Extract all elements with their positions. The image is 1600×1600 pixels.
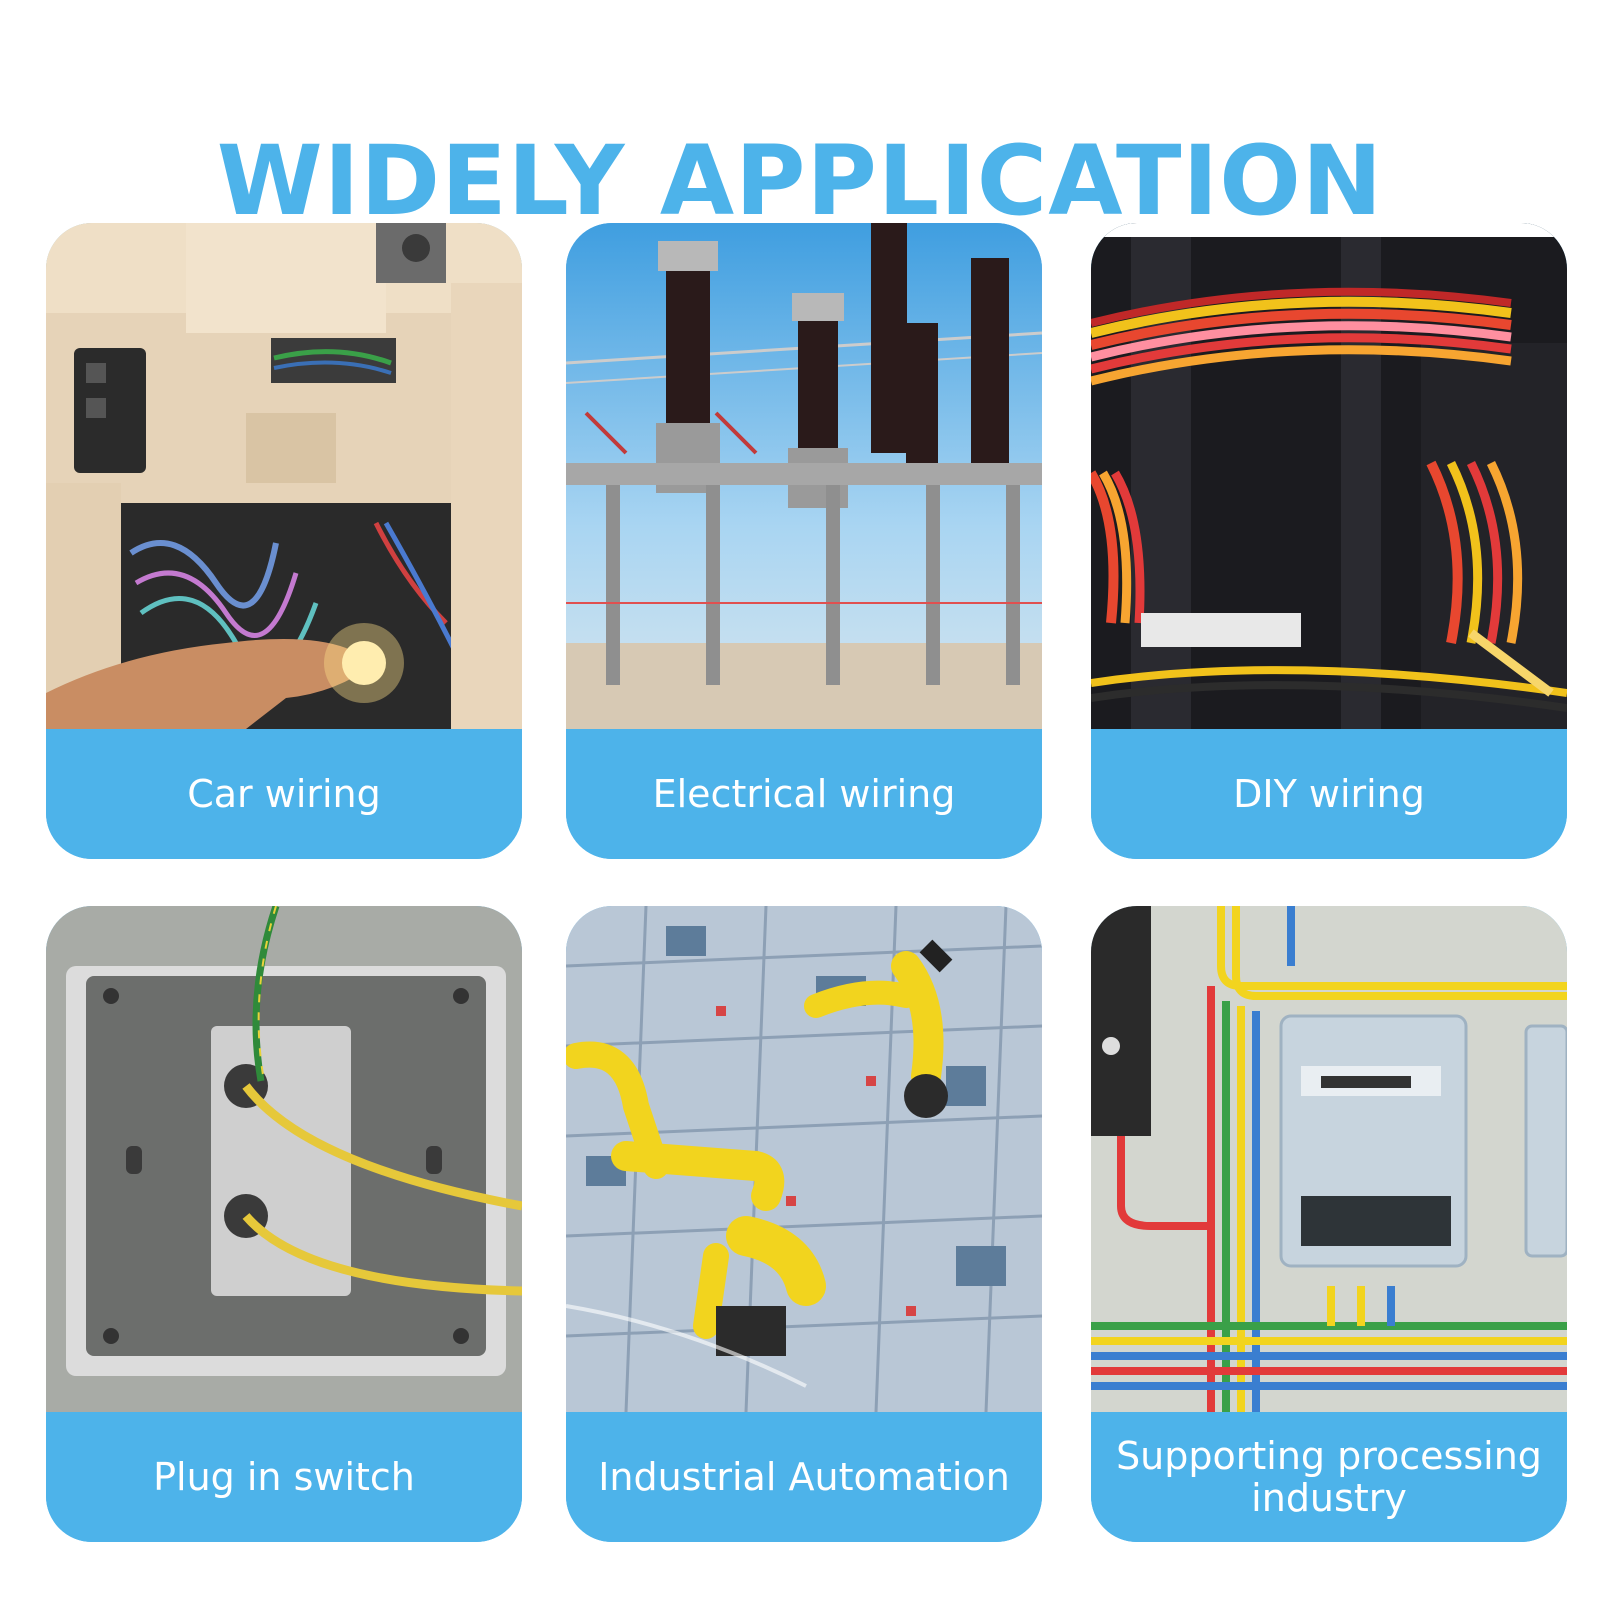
car-wiring-photo — [46, 223, 522, 729]
caption-diy-wiring: DIY wiring — [1091, 729, 1567, 859]
supporting-processing-industry-photo — [1091, 906, 1567, 1412]
page-title: WIDELY APPLICATION — [216, 125, 1384, 238]
caption-car-wiring: Car wiring — [46, 729, 522, 859]
application-card-industrial-automation: Industrial Automation — [566, 906, 1042, 1542]
plug-in-switch-photo — [46, 906, 522, 1412]
application-card-diy-wiring: DIY wiring — [1091, 223, 1567, 859]
application-card-supporting-processing-industry: Supporting processing industry — [1091, 906, 1567, 1542]
caption-plug-in-switch: Plug in switch — [46, 1412, 522, 1542]
caption-industrial-automation: Industrial Automation — [566, 1412, 1042, 1542]
caption-supporting-processing-industry: Supporting processing industry — [1091, 1412, 1567, 1542]
electrical-wiring-photo — [566, 223, 1042, 729]
application-card-electrical-wiring: Electrical wiring — [566, 223, 1042, 859]
application-card-car-wiring: Car wiring — [46, 223, 522, 859]
diy-wiring-photo — [1091, 223, 1567, 729]
industrial-automation-photo — [566, 906, 1042, 1412]
caption-electrical-wiring: Electrical wiring — [566, 729, 1042, 859]
application-card-plug-in-switch: Plug in switch — [46, 906, 522, 1542]
